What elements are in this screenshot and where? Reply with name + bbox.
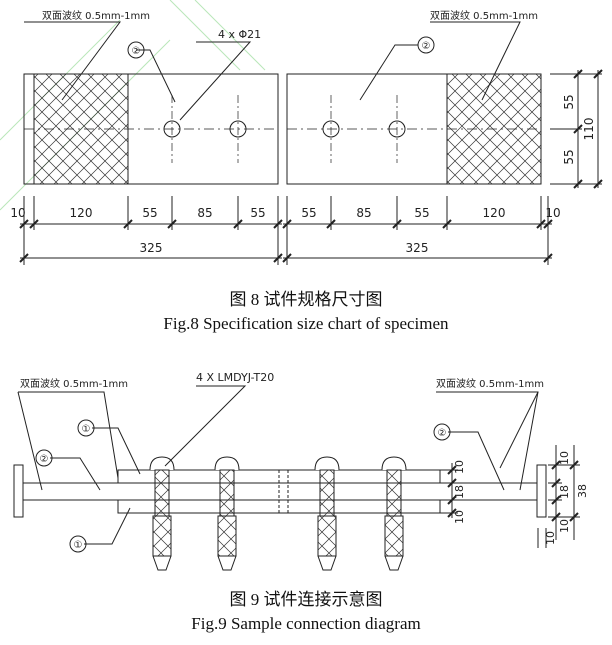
fig8-dim-left-10: 10 — [10, 206, 25, 220]
note-leader-left — [24, 21, 121, 101]
fig8-dim-left-55a: 55 — [142, 206, 157, 220]
fig9-dim-mid-10-bottom: 10 — [453, 510, 466, 524]
marker-leader-left — [136, 49, 176, 103]
fig9-marker-2-left: ② — [40, 454, 49, 465]
fig9-note-right: 双面波纹 0.5mm-1mm — [436, 377, 544, 390]
fig9-marker-2-right: ② — [438, 428, 447, 439]
marker-leader-right — [359, 44, 418, 101]
fig8-marker-right: ② — [422, 41, 431, 52]
fig8-marker-left: ② — [132, 46, 141, 57]
fig8-drawing — [19, 21, 603, 265]
fig9-marker-1-bottom: ① — [74, 540, 83, 551]
hole-leader — [179, 41, 252, 121]
note-leader-left — [18, 391, 119, 479]
fig8-dim-left-120: 120 — [70, 206, 93, 220]
bolt-label-leader — [164, 385, 247, 467]
fig8-total-right: 325 — [406, 241, 429, 255]
fig8-note-left: 双面波纹 0.5mm-1mm — [42, 9, 150, 22]
bolt-4 — [381, 456, 407, 571]
note-leader-right — [430, 21, 521, 101]
fig8-caption-en: Fig.8 Specification size chart of specim… — [163, 314, 449, 333]
bolt-1 — [149, 456, 175, 571]
fig8-dim-right-85: 85 — [356, 206, 371, 220]
marker2-right-leader — [448, 431, 505, 491]
hole — [388, 120, 406, 138]
fig8-dim-right-10: 10 — [545, 206, 560, 220]
fig9-bolt-label: 4 X LMDYJ-T20 — [196, 371, 274, 384]
fig8-dim-right-55a: 55 — [301, 206, 316, 220]
fig8-dim-vert-55-top: 55 — [562, 94, 576, 109]
fig9-caption-en: Fig.9 Sample connection diagram — [191, 614, 421, 633]
marker1-top-leader — [92, 427, 141, 475]
marker2-left-leader — [50, 457, 101, 491]
fig8-dim-left-55b: 55 — [250, 206, 265, 220]
bolt-3 — [314, 456, 340, 571]
fig8-dim-left-85: 85 — [197, 206, 212, 220]
fig9-dim-right-10-bottom: 10 — [558, 519, 571, 533]
hole — [229, 120, 247, 138]
fig9-dim-right-18: 18 — [558, 485, 571, 499]
bolt-2 — [214, 456, 240, 571]
fig9-note-left: 双面波纹 0.5mm-1mm — [20, 377, 128, 390]
fig9-dim-right-38: 38 — [576, 484, 589, 498]
fig9-dim-mid-18: 18 — [453, 485, 466, 499]
fig8-dim-vert-110: 110 — [582, 118, 596, 141]
fig9-dim-bottom-10: 10 — [544, 531, 557, 545]
hole — [163, 120, 181, 138]
fig9-marker-1-top: ① — [82, 424, 91, 435]
fig9-dim-mid-10-top: 10 — [453, 460, 466, 474]
fig9-dim-right-10-top: 10 — [558, 451, 571, 465]
fig8-dim-vert-55-bottom: 55 — [562, 149, 576, 164]
fig8-dim-right-55b: 55 — [414, 206, 429, 220]
fig8-note-right: 双面波纹 0.5mm-1mm — [430, 9, 538, 22]
right-flange — [536, 464, 547, 518]
marker1-bottom-leader — [84, 507, 131, 545]
fig8-hole-label: 4 x Φ21 — [218, 28, 261, 41]
hole — [322, 120, 340, 138]
fig8-dim-right-120: 120 — [483, 206, 506, 220]
fig9-drawing — [13, 385, 580, 571]
left-flange — [13, 464, 24, 518]
note-leader-right — [436, 391, 539, 491]
fig8-caption-cn: 图 8 试件规格尺寸图 — [229, 290, 383, 309]
fig9-caption-cn: 图 9 试件连接示意图 — [229, 590, 383, 609]
fig8-total-left: 325 — [140, 241, 163, 255]
